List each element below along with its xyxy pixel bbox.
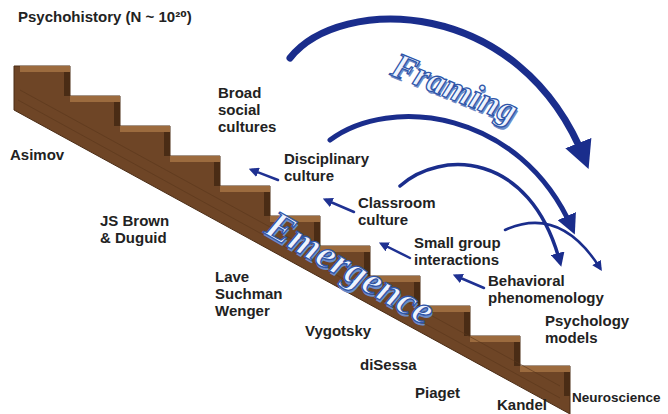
level-label: Broad social cultures [218, 84, 284, 135]
level-label: Behavioral phenomenology [488, 272, 614, 306]
author-label: Vygotsky [305, 322, 371, 339]
level-label: Small group interactions [414, 234, 512, 268]
author-label: Lave Suchman Wenger [215, 268, 285, 319]
level-label: Psychology models [545, 312, 641, 346]
author-label: Piaget [415, 384, 460, 401]
author-label: Asimov [10, 146, 64, 163]
level-label: Disciplinary culture [284, 150, 384, 184]
level-label: Classroom culture [358, 194, 442, 228]
framing-word: Framing [387, 47, 523, 130]
framing-arrows [290, 19, 600, 268]
author-label: Kandel [497, 396, 547, 413]
emergence-word: Emergence [259, 204, 441, 332]
author-label: diSessa [360, 356, 417, 373]
level-label: Neuroscience [572, 390, 661, 406]
wood-grain [18, 90, 560, 398]
author-label: JS Brown & Duguid [100, 212, 180, 246]
level-title: Psychohistory (N ~ 10²⁰) [18, 8, 192, 25]
